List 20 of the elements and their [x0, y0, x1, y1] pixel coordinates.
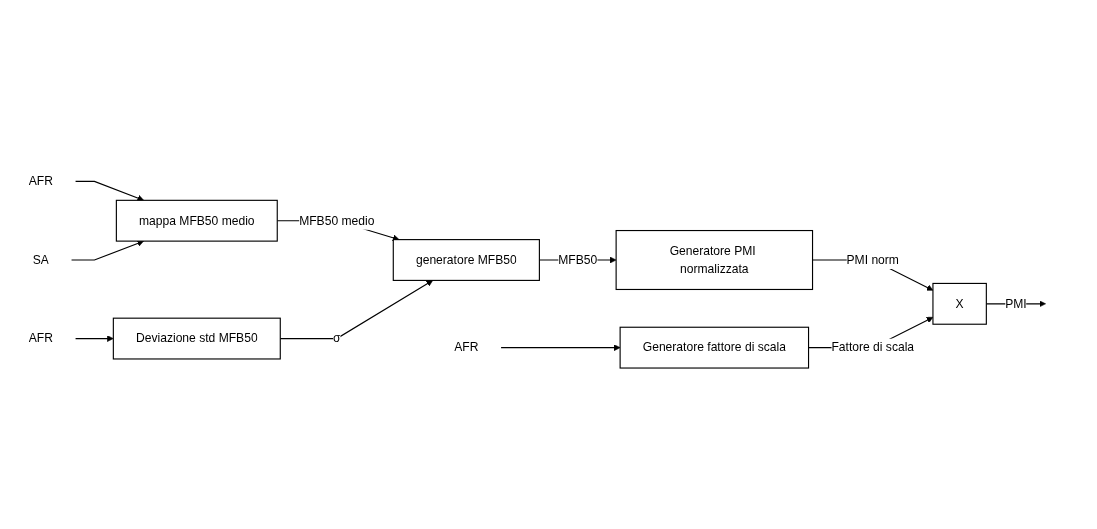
arrow [70, 240, 144, 261]
node-box: mappa MFB50 medio [115, 199, 278, 242]
edge-label: PMI [1005, 296, 1027, 310]
arrow [75, 335, 114, 342]
edge-label: MFB50 medio [299, 213, 375, 227]
node-box: Generatore PMI normalizzata [615, 229, 814, 290]
edge-label: Fattore di scala [831, 340, 915, 354]
arrow [500, 344, 621, 351]
edge-label: MFB50 [558, 253, 598, 266]
node-box: Deviazione std MFB50 [112, 317, 281, 360]
node-text: AFR [28, 174, 53, 188]
node-text: AFR [454, 340, 479, 354]
node-text: SA [32, 253, 49, 266]
node-text: AFR [28, 331, 53, 345]
node-box: generatore MFB50 [392, 239, 540, 281]
edge-label: σ [333, 331, 341, 345]
edge-label: PMI norm [846, 253, 899, 266]
node-box: Generatore fattore di scala [619, 326, 810, 369]
node-box: X [932, 282, 987, 325]
arrow [75, 180, 144, 202]
